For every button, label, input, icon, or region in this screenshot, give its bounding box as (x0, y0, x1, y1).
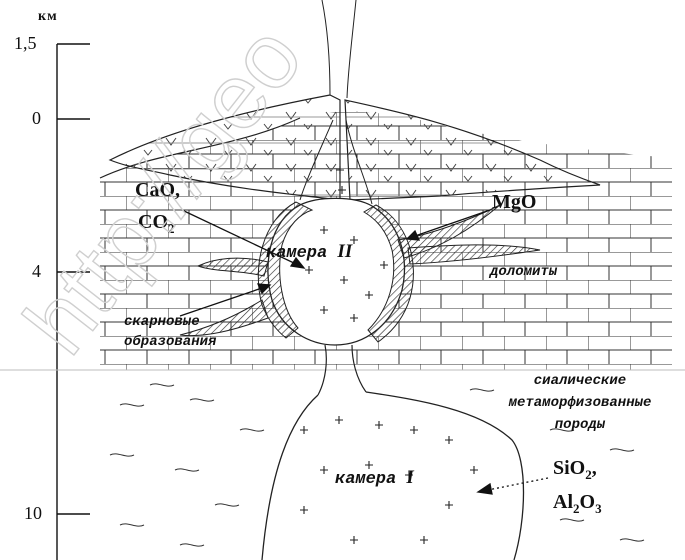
label-sialic-line3: породы (480, 418, 680, 432)
label-co2: CO2 (138, 212, 175, 235)
label-skarn-line2: образования (124, 335, 216, 349)
label-dolomites: доломиты (490, 265, 557, 279)
label-chamber-2: камера II (266, 242, 352, 262)
label-sialic-line1: сиалические (480, 374, 680, 388)
label-chamber-1: камера I (335, 468, 414, 488)
tick-label-1-5: 1,5 (14, 34, 37, 52)
label-mgo: MgO (492, 192, 536, 212)
label-sialic-line2: метаморфизованные (476, 396, 684, 410)
tick-label-10: 10 (24, 504, 42, 522)
volcanic-cone (110, 0, 600, 200)
axis-unit-label: км (38, 10, 58, 24)
tick-label-4: 4 (32, 262, 41, 280)
label-sio2: SiO2, (553, 458, 597, 481)
depth-axis (57, 44, 90, 560)
tick-label-0: 0 (32, 109, 41, 127)
label-skarn-line1: скарновые (124, 315, 200, 329)
label-al2o3: Al2O3 (553, 492, 602, 515)
label-cao: CaO, (135, 180, 180, 200)
